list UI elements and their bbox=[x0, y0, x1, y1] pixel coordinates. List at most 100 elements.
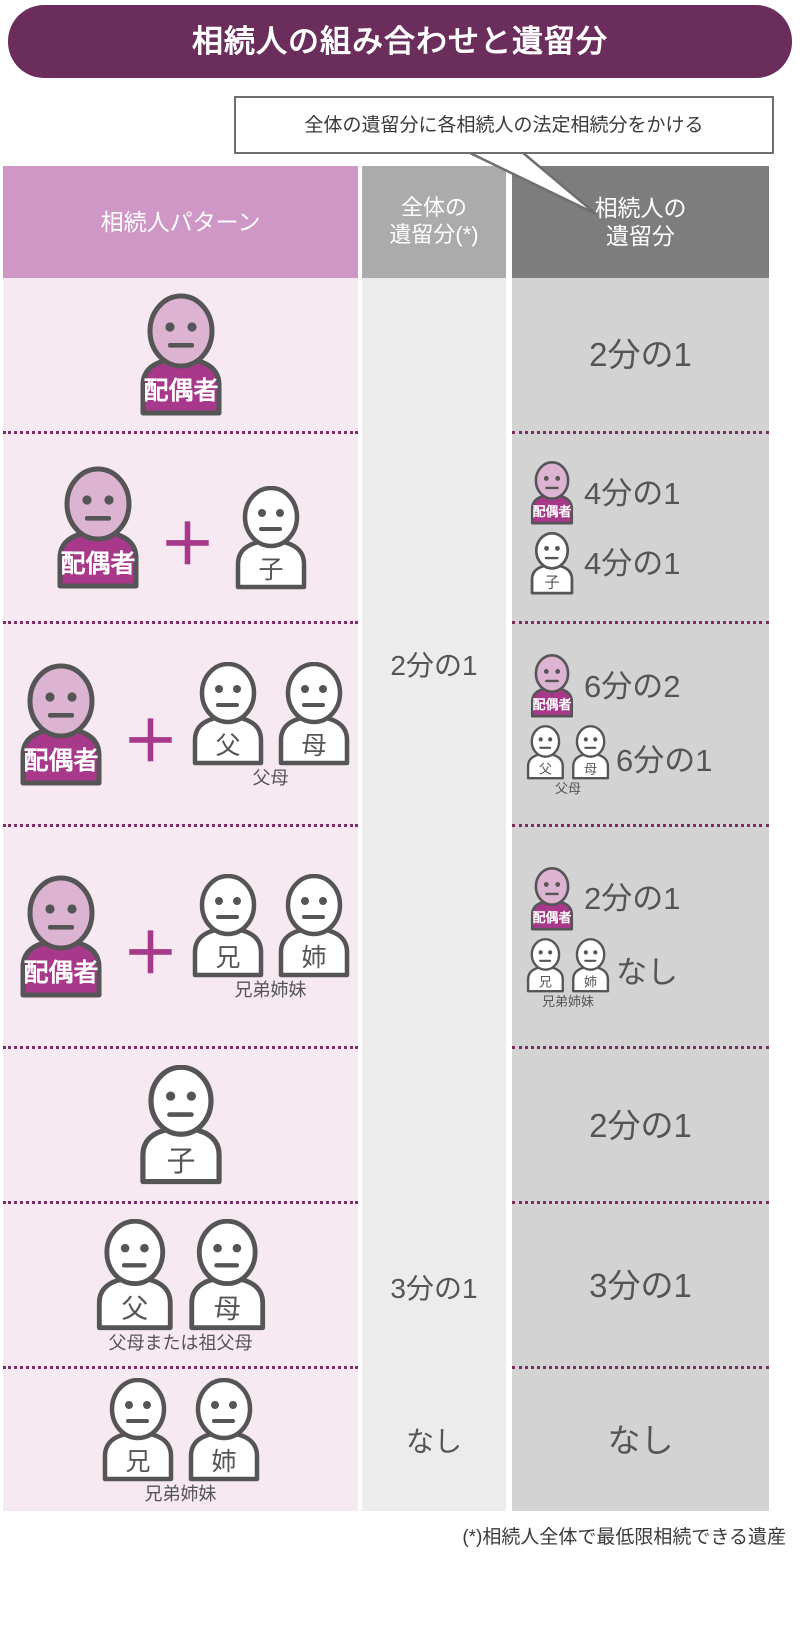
table-row: 配偶者 2分の1 兄 bbox=[512, 827, 769, 1049]
svg-text:姉: 姉 bbox=[584, 974, 597, 989]
person-pair-siblings-icon: 兄 姉 bbox=[192, 874, 349, 978]
column-heir-rows: 2分の1 配偶者 4分の1 bbox=[512, 278, 769, 1511]
svg-text:配偶者: 配偶者 bbox=[532, 697, 571, 712]
svg-text:配偶者: 配偶者 bbox=[143, 377, 218, 405]
figure-group-spouse-child: 配偶者 ＋ 子 bbox=[48, 466, 314, 590]
figure-pair-parents: 父 母 父母 bbox=[191, 661, 351, 788]
header-total-line2: 遺留分(*) bbox=[389, 222, 479, 247]
column-heir-pattern: 相続人パターン 配偶者 bbox=[3, 166, 358, 1511]
share-value: 2分の1 bbox=[589, 1106, 692, 1144]
table-row: 配偶者 ＋ 父 bbox=[3, 624, 358, 827]
header-heir-line1: 相続人の bbox=[594, 194, 687, 221]
figure-pair-grandparents: 父 母 父母または祖父母 bbox=[95, 1218, 267, 1353]
header-total-reserved-portion: 全体の 遺留分(*) bbox=[362, 166, 506, 278]
table-row: 配偶者 bbox=[3, 278, 358, 434]
page-title: 相続人の組み合わせと遺留分 bbox=[192, 24, 608, 59]
figure-group-spouse-parents: 配偶者 ＋ 父 bbox=[11, 661, 351, 788]
person-child-icon: 子 bbox=[139, 1065, 222, 1185]
table-row: なし bbox=[512, 1369, 769, 1511]
table-row: 子 bbox=[3, 1049, 358, 1204]
svg-text:父: 父 bbox=[539, 762, 552, 777]
person-spouse-icon: 配偶者 bbox=[140, 293, 221, 415]
column-total-reserved-portion: 全体の 遺留分(*) 2分の1 3分の1 なし bbox=[362, 166, 506, 1511]
person-spouse-icon: 配偶者 bbox=[57, 466, 138, 588]
svg-text:兄: 兄 bbox=[215, 944, 240, 972]
inheritance-table: 相続人パターン 配偶者 bbox=[3, 166, 769, 1511]
total-value-rows-0-3: 2分の1 bbox=[390, 649, 478, 681]
share-value: 2分の1 bbox=[584, 881, 681, 916]
svg-text:母: 母 bbox=[213, 1294, 240, 1324]
table-row: 配偶者 ＋ 子 bbox=[3, 434, 358, 624]
share-value: 4分の1 bbox=[584, 546, 681, 581]
footnote: (*)相続人全体で最低限相続できる遺産 bbox=[462, 1527, 786, 1548]
share-value: 2分の1 bbox=[589, 336, 692, 373]
svg-text:配偶者: 配偶者 bbox=[532, 909, 571, 924]
table-row: 3分の1 bbox=[512, 1204, 769, 1369]
person-pair-parents-icon: 父 母 bbox=[192, 661, 349, 765]
plus-icon: ＋ bbox=[122, 922, 179, 986]
svg-text:配偶者: 配偶者 bbox=[60, 550, 135, 578]
total-value-row-5: 3分の1 bbox=[390, 1272, 478, 1304]
header-heir-reserved-portion: 相続人の 遺留分 bbox=[512, 166, 769, 278]
table-row: 配偶者 6分の2 父 bbox=[512, 624, 769, 827]
svg-text:配偶者: 配偶者 bbox=[532, 504, 571, 519]
figure-child: 子 bbox=[228, 485, 314, 590]
share-value: なし bbox=[616, 955, 678, 990]
share-value: 4分の1 bbox=[584, 475, 681, 511]
share-value: 3分の1 bbox=[589, 1266, 692, 1304]
table-row: 兄 姉 兄弟姉妹 bbox=[3, 1369, 358, 1511]
callout-text: 全体の遺留分に各相続人の法定相続分をかける bbox=[304, 114, 704, 136]
caption-grandparents: 父母または祖父母 bbox=[108, 1332, 253, 1353]
table-row: 父 母 父母または祖父母 bbox=[3, 1204, 358, 1369]
share-entry-parents: 父 母 父母 6分の1 bbox=[526, 725, 769, 795]
figure-spouse: 配偶者 bbox=[48, 466, 148, 590]
person-pair-siblings-icon: 兄 姉 bbox=[526, 937, 610, 992]
person-spouse-icon: 配偶者 bbox=[530, 654, 574, 718]
table-row: 2分の1 bbox=[512, 1049, 769, 1204]
share-entry-list: 配偶者 6分の2 父 bbox=[512, 653, 769, 795]
caption-siblings: 兄弟姉妹 bbox=[541, 993, 594, 1009]
share-entry-child: 子 4分の1 bbox=[526, 532, 769, 595]
svg-text:父: 父 bbox=[121, 1294, 148, 1324]
figure-spouse: 配偶者 bbox=[11, 663, 111, 787]
person-pair-parents-icon: 父 母 bbox=[526, 725, 610, 780]
svg-text:母: 母 bbox=[584, 762, 597, 777]
caption-parents: 父母 bbox=[554, 781, 581, 796]
page-title-bar: 相続人の組み合わせと遺留分 bbox=[8, 5, 792, 78]
person-spouse-icon: 配偶者 bbox=[530, 461, 574, 525]
person-pair-parents-icon: 父 母 bbox=[96, 1218, 265, 1330]
header-heir-pattern: 相続人パターン bbox=[3, 166, 358, 278]
share-entry-spouse: 配偶者 6分の2 bbox=[526, 653, 769, 719]
column-heir-pattern-rows: 配偶者 配偶者 bbox=[3, 278, 358, 1511]
plus-icon: ＋ bbox=[159, 512, 216, 576]
header-heir-line2: 遺留分 bbox=[606, 223, 675, 249]
caption-siblings: 兄弟姉妹 bbox=[144, 1483, 217, 1504]
svg-text:姉: 姉 bbox=[301, 944, 326, 972]
person-spouse-icon: 配偶者 bbox=[530, 866, 574, 930]
column-total-body bbox=[362, 278, 506, 1511]
total-value-row-4 bbox=[362, 1049, 506, 1204]
caption-siblings: 兄弟姉妹 bbox=[234, 980, 307, 1000]
person-pair-siblings-icon: 兄 姉 bbox=[102, 1377, 259, 1481]
figure-spouse: 配偶者 bbox=[11, 875, 111, 999]
figure-pair-siblings: 兄 姉 兄弟姉妹 bbox=[526, 937, 610, 1009]
header-heir-pattern-label: 相続人パターン bbox=[100, 208, 261, 235]
figure-child: 子 bbox=[131, 1065, 231, 1185]
table-row: 配偶者 ＋ 兄 bbox=[3, 827, 358, 1049]
figure-spouse: 配偶者 bbox=[131, 293, 231, 417]
share-entry-spouse: 配偶者 2分の1 bbox=[526, 866, 769, 932]
share-entry-list: 配偶者 4分の1 子 4分の1 bbox=[512, 460, 769, 595]
svg-text:姉: 姉 bbox=[211, 1448, 236, 1476]
share-entry-list: 配偶者 2分の1 兄 bbox=[512, 866, 769, 1008]
share-value: 6分の2 bbox=[584, 668, 681, 704]
svg-text:子: 子 bbox=[258, 556, 283, 584]
total-value-row-6: なし bbox=[405, 1426, 462, 1457]
svg-text:配偶者: 配偶者 bbox=[23, 747, 98, 775]
caption-parents: 父母 bbox=[252, 767, 289, 788]
share-value: なし bbox=[607, 1421, 674, 1459]
share-entry-siblings: 兄 姉 兄弟姉妹 なし bbox=[526, 937, 769, 1009]
person-spouse-icon: 配偶者 bbox=[20, 875, 101, 998]
share-entry-spouse: 配偶者 4分の1 bbox=[526, 460, 769, 526]
svg-text:配偶者: 配偶者 bbox=[23, 959, 98, 987]
column-heir-reserved-portion: 相続人の 遺留分 2分の1 bbox=[512, 166, 769, 1511]
